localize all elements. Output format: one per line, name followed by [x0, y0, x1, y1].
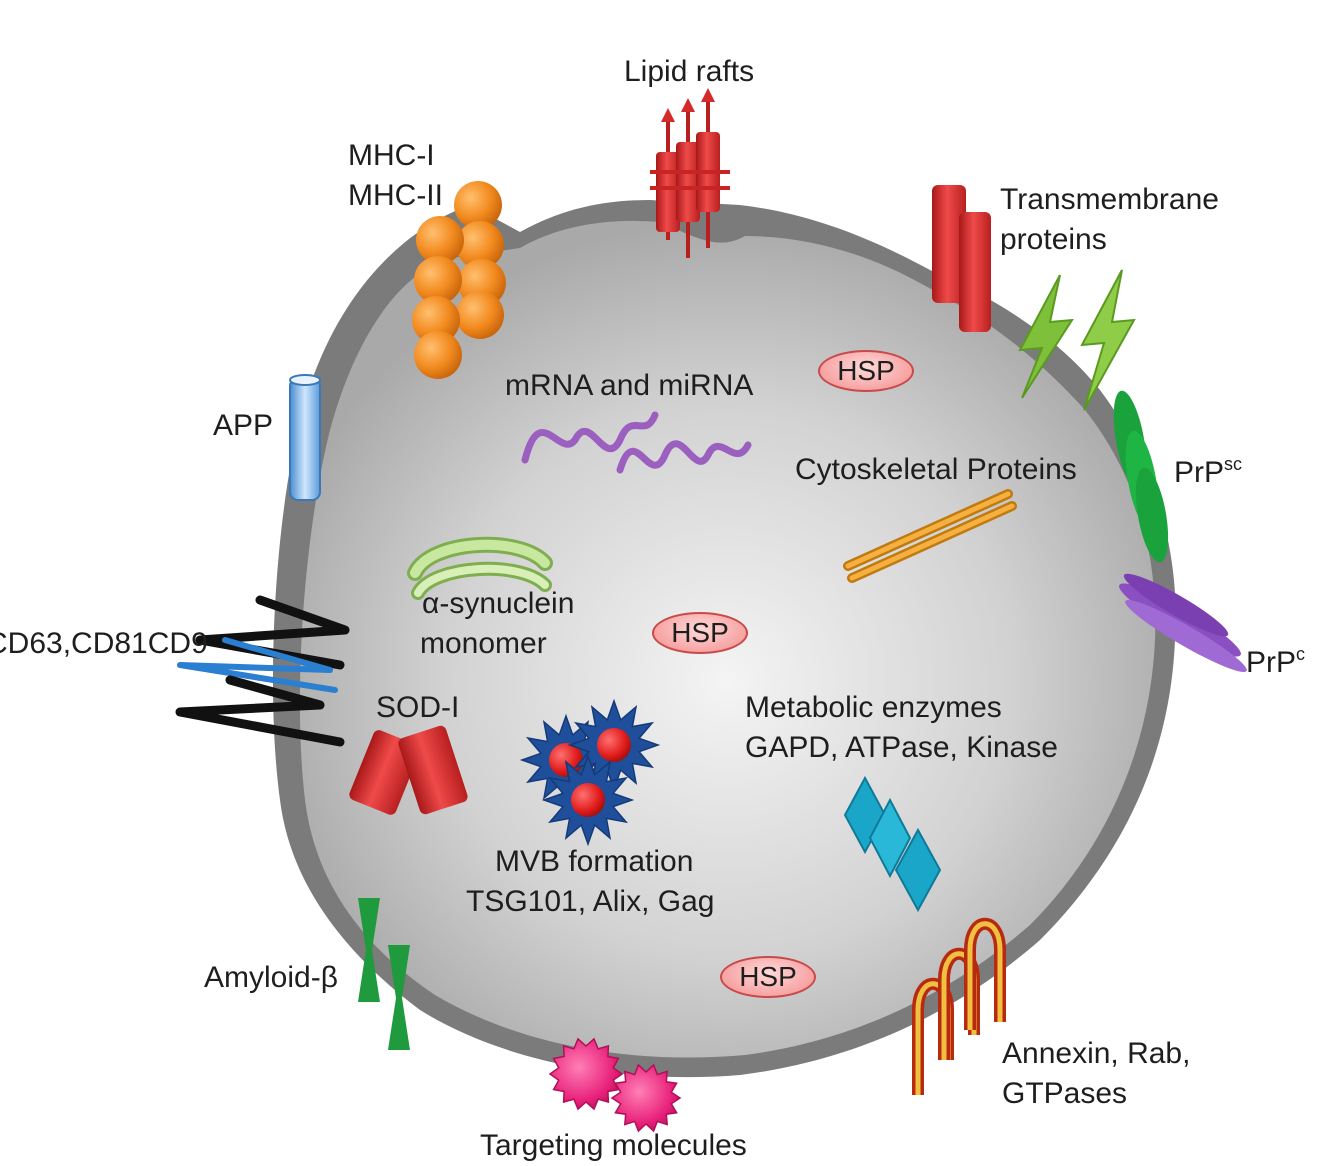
app-icon [289, 374, 321, 501]
label-transmembrane-line1: Transmembrane [1000, 183, 1219, 216]
label-prp-sc-base: PrP [1174, 456, 1225, 489]
transmembrane-bolt-icon [1018, 269, 1136, 411]
hsp-badge: HSP [652, 612, 748, 654]
targeting-molecules-icon [548, 1037, 682, 1133]
hsp-badge: HSP [818, 350, 914, 392]
label-annexin-line1: Annexin, Rab, [1002, 1037, 1191, 1070]
label-mrna: mRNA and miRNA [505, 369, 754, 402]
hsp-badge: HSP [720, 956, 816, 998]
label-sod: SOD-I [376, 691, 460, 724]
transmembrane-proteins-icon [932, 185, 991, 332]
label-targeting: Targeting molecules [480, 1129, 747, 1162]
label-mvb-line1: MVB formation [495, 845, 694, 878]
label-app: APP [213, 409, 274, 442]
sod-i-icon [349, 725, 468, 815]
prp-c-icon [1119, 573, 1247, 673]
prp-sc-icon [1113, 390, 1169, 563]
mhc-icon [412, 181, 506, 379]
mrna-icon [521, 411, 752, 474]
label-metabolic-line2: GAPD, ATPase, Kinase [745, 731, 1058, 764]
label-prp-c-sup: c [1296, 644, 1306, 664]
label-prp-c-base: PrP [1246, 646, 1297, 679]
label-amyloid: Amyloid-β [204, 961, 338, 994]
label-prp-sc: PrPsc [1174, 444, 1242, 493]
label-tetraspanins: CD63,CD81CD9 [0, 627, 208, 660]
annexin-icon [912, 917, 1006, 1095]
label-synuclein-line2: monomer [420, 627, 547, 660]
mvb-icon [519, 698, 661, 847]
label-annexin-line2: GTPases [1002, 1077, 1128, 1110]
label-mhc-i: MHC-I [348, 139, 435, 172]
label-mvb-line2: TSG101, Alix, Gag [466, 885, 715, 918]
label-prp-c: PrPc [1246, 634, 1305, 683]
label-mhc-ii: MHC-II [348, 179, 443, 212]
alpha-synuclein-icon [407, 536, 553, 600]
label-lipid-rafts: Lipid rafts [624, 55, 755, 88]
metabolic-enzymes-icon [843, 775, 942, 913]
amyloid-beta-icon [358, 898, 410, 1050]
label-synuclein-line1: α-synuclein [422, 587, 575, 620]
lipid-rafts-icon [650, 88, 730, 258]
label-cytoskeletal: Cytoskeletal Proteins [795, 453, 1077, 486]
label-transmembrane-line2: proteins [1000, 223, 1107, 256]
tetraspanins-icon [175, 595, 350, 747]
label-prp-sc-sup: sc [1224, 454, 1243, 474]
label-metabolic-line1: Metabolic enzymes [745, 691, 1002, 724]
cytoskeletal-proteins-icon [843, 489, 1017, 583]
